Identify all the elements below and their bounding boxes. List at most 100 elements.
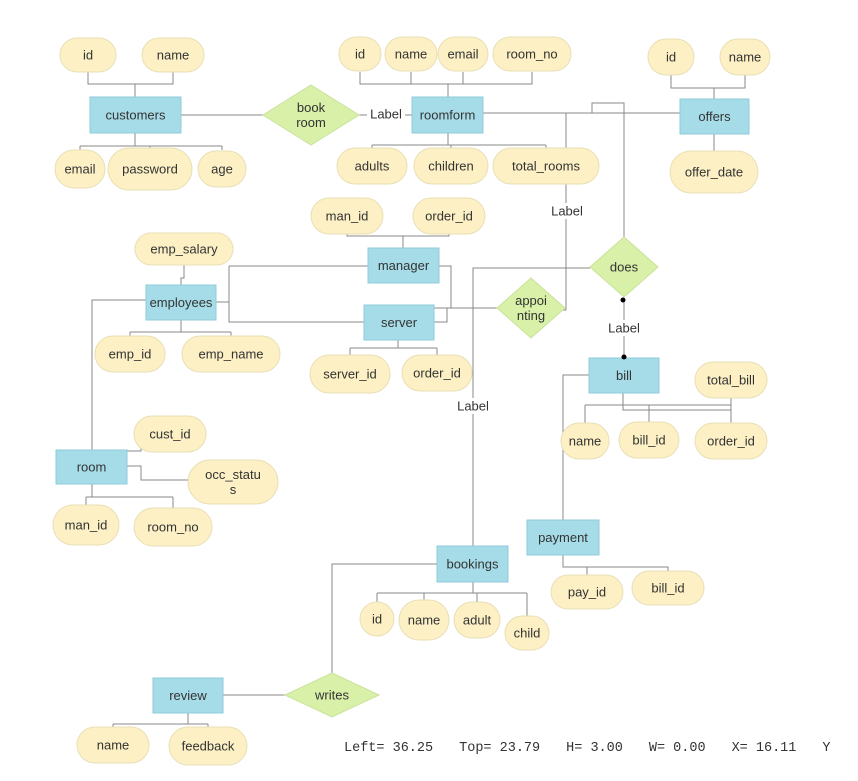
relationship-book_room-text: book (297, 100, 326, 115)
connector-dot (620, 297, 626, 303)
attribute-room_room_no-text: room_no (147, 520, 198, 535)
attribute-rf_total_rooms[interactable]: total_rooms (492, 147, 600, 185)
attribute-oval (107, 147, 193, 191)
edge-label-does_to_bill[interactable]: Label (605, 320, 643, 336)
attribute-off_name[interactable]: name (719, 38, 771, 76)
attribute-bill_name-text: name (569, 434, 602, 449)
attribute-srv_order_id[interactable]: order_id (401, 354, 473, 392)
entity-employees-text: employees (150, 295, 213, 310)
relationship-diamond (283, 672, 381, 718)
attribute-oval (631, 570, 705, 606)
attribute-emp_salary[interactable]: emp_salary (134, 232, 234, 266)
attribute-oval (413, 147, 489, 185)
attribute-room_occ-text: occ_statu (205, 467, 261, 482)
entity-bill[interactable]: bill (588, 357, 660, 394)
relationship-diamond (496, 277, 566, 339)
attribute-rf_name[interactable]: name (384, 36, 438, 72)
attribute-bk_name[interactable]: name (398, 599, 450, 641)
attribute-cust_age[interactable]: age (197, 150, 247, 188)
entity-room-text: room (77, 460, 107, 475)
attribute-bk_child[interactable]: child (504, 615, 550, 651)
attribute-oval (94, 335, 166, 373)
attribute-bk_id[interactable]: id (359, 601, 395, 637)
attribute-rf_adults[interactable]: adults (336, 147, 408, 185)
attribute-pay_bill_id[interactable]: bill_id (631, 570, 705, 606)
attribute-rf_id[interactable]: id (338, 36, 382, 72)
entity-offers[interactable]: offers (679, 98, 750, 135)
attribute-oval (197, 150, 247, 188)
entity-box (152, 677, 224, 714)
attribute-room_room_no[interactable]: room_no (133, 507, 213, 547)
edge-label-roomform_to_appointing[interactable]: Label (548, 203, 586, 219)
connector-line (472, 267, 590, 546)
entity-box (679, 98, 750, 135)
attribute-oval (504, 615, 550, 651)
entity-employees[interactable]: employees (145, 284, 217, 321)
entity-box (89, 96, 182, 134)
edge-label-book_to_roomform[interactable]: Label (367, 106, 405, 122)
attribute-room_cust_id[interactable]: cust_id (133, 415, 207, 453)
entity-customers-text: customers (106, 108, 166, 123)
attribute-off_date[interactable]: offer_date (669, 150, 759, 194)
attribute-rf_email[interactable]: email (437, 36, 489, 72)
attribute-oval (54, 149, 106, 189)
attribute-off_id[interactable]: id (647, 38, 695, 76)
attribute-rf_children[interactable]: children (413, 147, 489, 185)
attribute-rv_name[interactable]: name (76, 726, 150, 764)
entity-server[interactable]: server (363, 304, 435, 341)
attribute-room_man_id[interactable]: man_id (52, 504, 120, 546)
attribute-oval (492, 147, 600, 185)
attribute-rf_id-text: id (355, 47, 365, 62)
attribute-bill_order_id[interactable]: order_id (694, 422, 768, 460)
connector-dot (621, 354, 627, 360)
attribute-oval (437, 36, 489, 72)
edge-label-bg (605, 320, 643, 336)
attribute-emp_id[interactable]: emp_id (94, 335, 166, 373)
attribute-cust_email[interactable]: email (54, 149, 106, 189)
attribute-oval (453, 601, 501, 639)
attribute-srv_server_id[interactable]: server_id (309, 354, 391, 394)
attribute-rv_feedback-text: feedback (182, 739, 235, 754)
relationship-writes[interactable]: writes (283, 672, 381, 718)
entity-box (588, 357, 660, 394)
connector-line (562, 374, 589, 520)
attribute-rv_feedback[interactable]: feedback (168, 726, 248, 766)
relationship-does[interactable]: does (589, 236, 659, 298)
relationship-book_room-text: room (296, 115, 326, 130)
status-top: Top= 23.79 (459, 741, 541, 756)
attribute-rf_room_no[interactable]: room_no (492, 36, 572, 72)
entity-manager[interactable]: manager (367, 247, 440, 284)
attribute-bk_name-text: name (408, 613, 441, 628)
entity-room[interactable]: room (55, 449, 128, 485)
attribute-cust_password[interactable]: password (107, 147, 193, 191)
status-left: Left= 36.25 (344, 741, 434, 756)
attribute-oval (694, 422, 768, 460)
edge-label-does_to_bookings[interactable]: Label (454, 398, 492, 414)
connector-line (439, 265, 497, 309)
attribute-bill_bill_id-text: bill_id (632, 433, 665, 448)
attribute-emp_name[interactable]: emp_name (181, 335, 281, 373)
entity-customers[interactable]: customers (89, 96, 182, 134)
attribute-mgr_order_id[interactable]: order_id (412, 197, 486, 235)
entity-roomform[interactable]: roomform (411, 96, 484, 134)
attribute-pay_pay_id[interactable]: pay_id (550, 574, 624, 610)
attribute-cust_name[interactable]: name (141, 37, 205, 73)
connector-line (87, 72, 174, 85)
attribute-mgr_man_id[interactable]: man_id (310, 197, 384, 235)
attribute-oval (412, 197, 486, 235)
entity-review[interactable]: review (152, 677, 224, 714)
entity-bookings[interactable]: bookings (436, 545, 509, 583)
attribute-bk_adult[interactable]: adult (453, 601, 501, 639)
attribute-bill_total[interactable]: total_bill (694, 361, 768, 399)
attribute-off_id-text: id (666, 50, 676, 65)
attribute-oval (187, 459, 279, 505)
entity-payment[interactable]: payment (526, 519, 600, 556)
attribute-bill_bill_id[interactable]: bill_id (618, 421, 680, 459)
attribute-cust_id[interactable]: id (59, 37, 117, 73)
connector-line (331, 563, 437, 673)
attribute-bill_name[interactable]: name (560, 422, 610, 460)
